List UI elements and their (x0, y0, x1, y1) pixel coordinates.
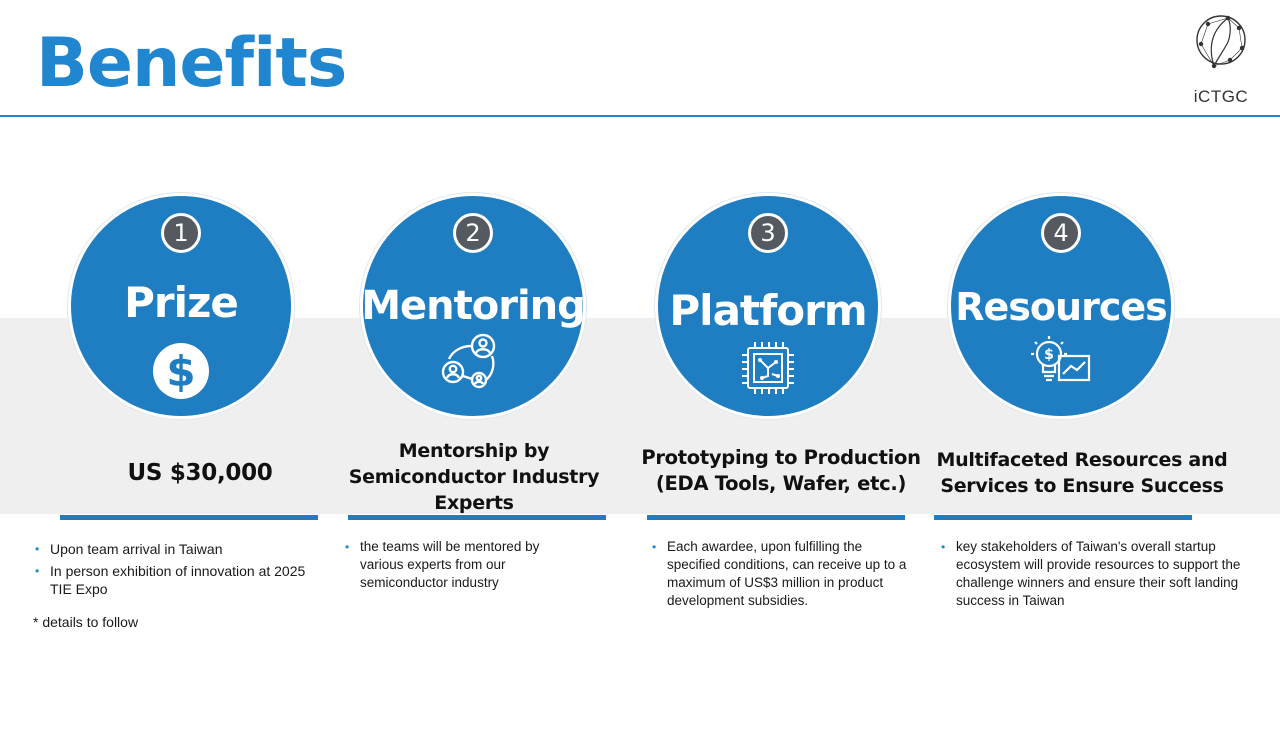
details-note: * details to follow (33, 614, 139, 630)
list-item: the teams will be mentored by various ex… (344, 538, 584, 592)
step-number: 3 (748, 213, 788, 253)
dollar-coin-icon: $ (153, 343, 209, 399)
step-number: 4 (1041, 213, 1081, 253)
benefit-bullets: Each awardee, upon fulfilling the specif… (651, 538, 919, 614)
benefit-circle: 4 Resources $ (948, 193, 1174, 419)
benefit-underline (60, 515, 318, 520)
benefit-circle: 3 Platform (655, 193, 881, 419)
chip-icon (742, 342, 794, 394)
benefit-underline (934, 515, 1192, 520)
benefit-heading: Multifaceted Resources and Services to E… (936, 449, 1228, 497)
benefit-heading: Mentorship by Semiconductor Industry Exp… (348, 440, 600, 514)
benefit-title: Platform (669, 286, 867, 335)
list-item: Upon team arrival in Taiwan (34, 540, 324, 558)
logo-text: iCTGC (1193, 87, 1249, 106)
svg-text:$: $ (1044, 347, 1054, 363)
step-number: 1 (161, 213, 201, 253)
title-divider (0, 115, 1280, 117)
list-item: key stakeholders of Taiwan's overall sta… (940, 538, 1270, 610)
benefit-circle: 1 Prize $ (68, 193, 294, 419)
step-number: 2 (453, 213, 493, 253)
taiwan-network-logo-icon (1196, 15, 1246, 69)
benefit-title: Resources (955, 285, 1167, 329)
list-item: Each awardee, upon fulfilling the specif… (651, 538, 919, 610)
benefit-circle: 2 Mentoring (360, 193, 586, 419)
benefit-heading: Prototyping to Production (EDA Tools, Wa… (641, 446, 921, 495)
benefit-bullets: key stakeholders of Taiwan's overall sta… (940, 538, 1270, 614)
benefit-prize: 1 Prize $ US $30,000 Upon team arrival i… (35, 0, 356, 745)
benefit-platform: 3 Platform Prototyping to Production (ED… (641, 0, 945, 745)
lightbulb-growth-icon: $ (1031, 336, 1091, 382)
benefit-title: Mentoring (361, 283, 586, 329)
benefit-bullets: the teams will be mentored by various ex… (344, 538, 584, 596)
people-network-icon (441, 333, 496, 389)
benefit-mentoring: 2 Mentoring Mentorship by Semiconductor … (345, 0, 650, 745)
benefit-heading: US $30,000 (127, 460, 273, 486)
benefit-title: Prize (124, 278, 239, 327)
list-item: In person exhibition of innovation at 20… (34, 562, 324, 598)
benefit-underline (348, 515, 606, 520)
benefit-underline (647, 515, 905, 520)
page-title: Benefits (36, 24, 347, 103)
benefit-bullets: Upon team arrival in Taiwan In person ex… (34, 540, 324, 602)
benefit-resources: 4 Resources $ Multifaceted Resources and… (934, 0, 1240, 745)
ictgc-logo: iCTGC (1186, 10, 1256, 106)
svg-text:$: $ (166, 347, 195, 396)
